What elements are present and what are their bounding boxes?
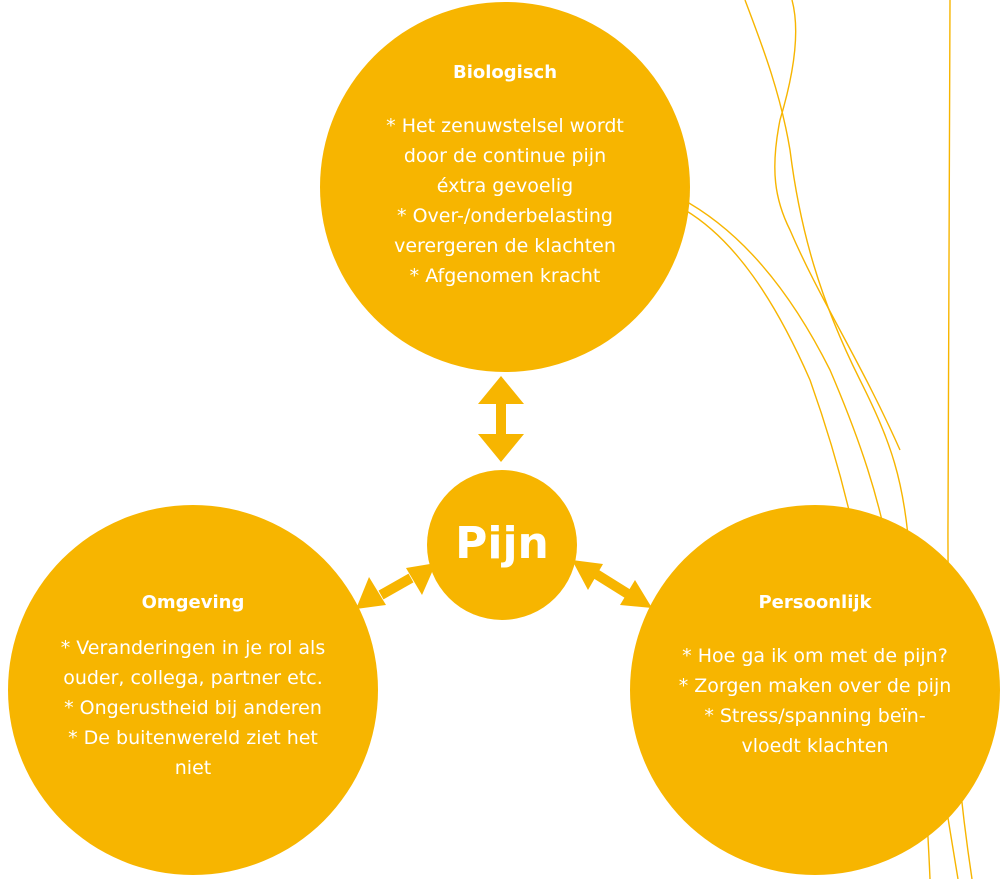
biologisch-line: verergeren de klachten [394, 235, 616, 257]
persoonlijk-circle [630, 505, 1000, 875]
pijn-circle [427, 470, 577, 620]
persoonlijk-line: * Stress/spanning beïn- [704, 705, 926, 727]
persoonlijk-line: vloedt klachten [741, 735, 889, 757]
persoonlijk-line: * Zorgen maken over de pijn [678, 675, 952, 697]
omgeving-text: Omgeving * Veranderingen in je rol als o… [10, 592, 376, 783]
arrow-head [478, 434, 524, 462]
persoonlijk-line: * Hoe ga ik om met de pijn? [682, 645, 948, 667]
arrow-head [478, 376, 524, 404]
biologisch-circle [320, 2, 690, 372]
omgeving-line: * De buitenwereld ziet het [68, 727, 318, 749]
biologisch-line: door de continue pijn [403, 145, 607, 167]
biologisch-line: * Afgenomen kracht [409, 265, 601, 287]
omgeving-line: * Ongerustheid bij anderen [64, 697, 322, 719]
persoonlijk-title: Persoonlijk [758, 592, 872, 613]
biologisch-title: Biologisch [452, 62, 558, 83]
arrow-head [406, 563, 436, 595]
arrow-head [620, 580, 652, 608]
biologisch-line: * Het zenuwstelsel wordt [386, 115, 624, 137]
pijn-label: Pijn [455, 518, 549, 569]
persoonlijk-text: Persoonlijk * Hoe ga ik om met de pijn? … [632, 592, 998, 761]
omgeving-circle [8, 505, 378, 875]
omgeving-line: * Veranderingen in je rol als [60, 637, 326, 659]
omgeving-title: Omgeving [141, 592, 245, 613]
biologisch-line: éxtra gevoelig [436, 175, 574, 197]
omgeving-line: ouder, collega, partner etc. [63, 667, 323, 689]
arrow-omgeving-pijn [378, 573, 414, 600]
arrow-head [572, 560, 603, 590]
arrow-head [356, 577, 386, 609]
biologisch-text: Biologisch * Het zenuwstelsel wordt door… [325, 62, 685, 291]
omgeving-line: niet [174, 757, 212, 779]
arrow-persoonlijk-pijn [593, 569, 631, 599]
biologisch-line: * Over-/onderbelasting [397, 205, 613, 227]
